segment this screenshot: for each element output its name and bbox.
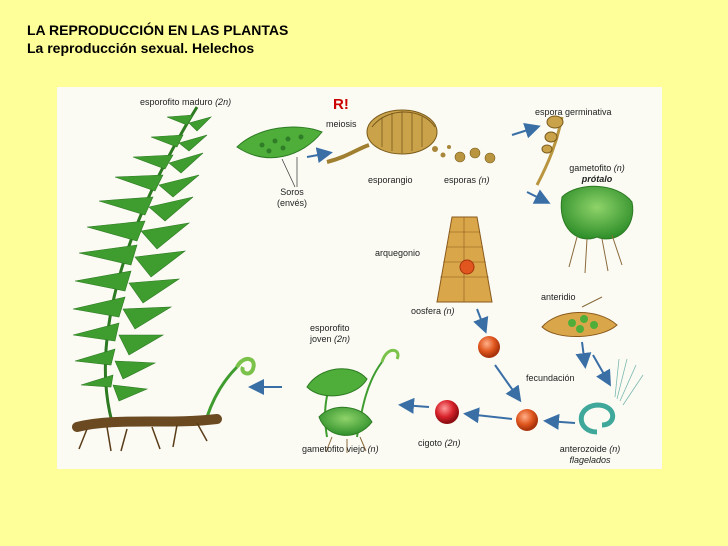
label-fecundacion: fecundación — [526, 373, 575, 383]
prothallus — [560, 185, 634, 274]
zygote-cell — [435, 400, 459, 424]
label-esporas: esporas (n) — [444, 175, 490, 185]
label-gametofito: gametofito (n)prótalo — [569, 163, 625, 184]
label-arquegonio: arquegonio — [375, 248, 421, 258]
label-esporofito-maduro: esporofito maduro (2n) — [140, 97, 232, 107]
label-cigoto: cigoto (2n) — [418, 438, 461, 448]
label-oosfera: oosfera (n) — [411, 306, 455, 316]
label-anteridio: anteridio — [541, 292, 576, 302]
young-sporophyte — [306, 348, 400, 453]
oosphere-cell — [478, 336, 500, 358]
mature-fern — [72, 106, 256, 452]
sporangium — [326, 109, 451, 164]
spores — [454, 147, 496, 164]
page-subtitle: La reproducción sexual. Helechos — [27, 40, 255, 56]
page-title: LA REPRODUCCIÓN EN LAS PLANTAS — [27, 22, 289, 38]
label-anterozoide: anterozoide (n)flagelados — [559, 444, 621, 465]
archegonium — [436, 216, 493, 303]
antherozoid — [578, 358, 644, 435]
life-cycle-diagram: esporofito maduro (2n) R! meiosis espora… — [57, 87, 662, 469]
label-meiosis: meiosis — [326, 119, 357, 129]
fertilization-cell — [516, 409, 538, 431]
antheridium — [541, 296, 618, 337]
pinna-with-sori — [236, 126, 323, 188]
diagram-artwork — [72, 106, 644, 453]
germinating-spore — [535, 115, 564, 186]
label-gametofito-viejo: gametofito viejo (n) — [302, 444, 379, 454]
label-esporangio: esporangio — [368, 175, 413, 185]
label-r-mark: R! — [333, 96, 349, 113]
label-soros: Soros(envés) — [276, 187, 307, 208]
label-espora-germinativa: espora germinativa — [535, 107, 612, 117]
